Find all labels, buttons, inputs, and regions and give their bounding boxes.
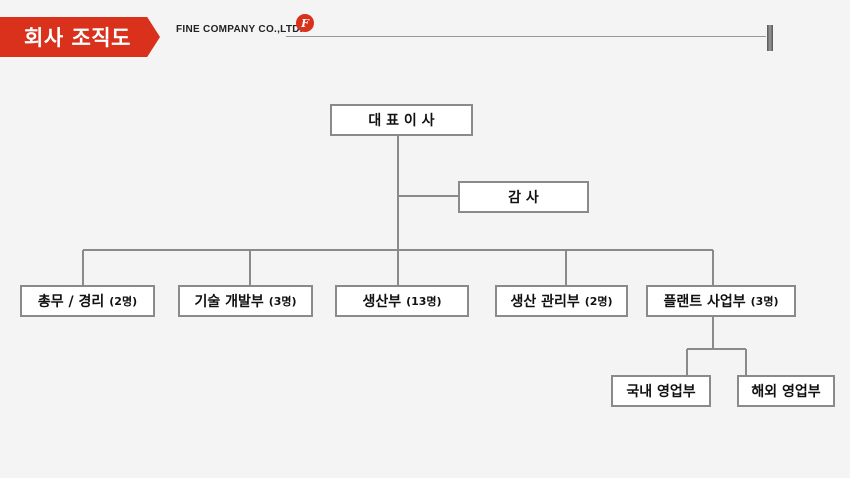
dept-name: 생산부 <box>362 294 402 310</box>
dept-name: 총무 / 경리 <box>37 294 105 310</box>
dept-count: (2명) <box>109 295 138 308</box>
header-divider <box>286 36 766 37</box>
auditor-label: 감 사 <box>508 190 539 206</box>
page-title: 회사 조직도 <box>0 17 160 57</box>
dept-count: (3명) <box>750 295 779 308</box>
dept-box-production: 생산부 (13명) <box>335 285 469 317</box>
company-name: FINE COMPANY CO.,LTD. <box>176 24 303 35</box>
ceo-label: 대 표 이 사 <box>368 113 435 129</box>
sub-box-domestic-sales: 국내 영업부 <box>611 375 711 407</box>
sub-dept-name: 해외 영업부 <box>751 384 821 400</box>
dept-box-general-affairs: 총무 / 경리 (2명) <box>20 285 155 317</box>
auditor-box: 감 사 <box>458 181 589 213</box>
dept-name: 기술 개발부 <box>194 294 264 310</box>
sub-dept-name: 국내 영업부 <box>626 384 696 400</box>
dept-name: 플랜트 사업부 <box>663 294 746 310</box>
company-logo-icon: F <box>296 14 314 32</box>
sub-box-overseas-sales: 해외 영업부 <box>737 375 835 407</box>
dept-name: 생산 관리부 <box>510 294 580 310</box>
dept-box-plant-business: 플랜트 사업부 (3명) <box>646 285 796 317</box>
dept-count: (3명) <box>268 295 297 308</box>
dept-box-production-mgmt: 생산 관리부 (2명) <box>495 285 628 317</box>
dept-box-tech-dev: 기술 개발부 (3명) <box>178 285 313 317</box>
ceo-box: 대 표 이 사 <box>330 104 473 136</box>
header-end-bar <box>767 25 773 51</box>
dept-count: (13명) <box>406 295 442 308</box>
dept-count: (2명) <box>584 295 613 308</box>
